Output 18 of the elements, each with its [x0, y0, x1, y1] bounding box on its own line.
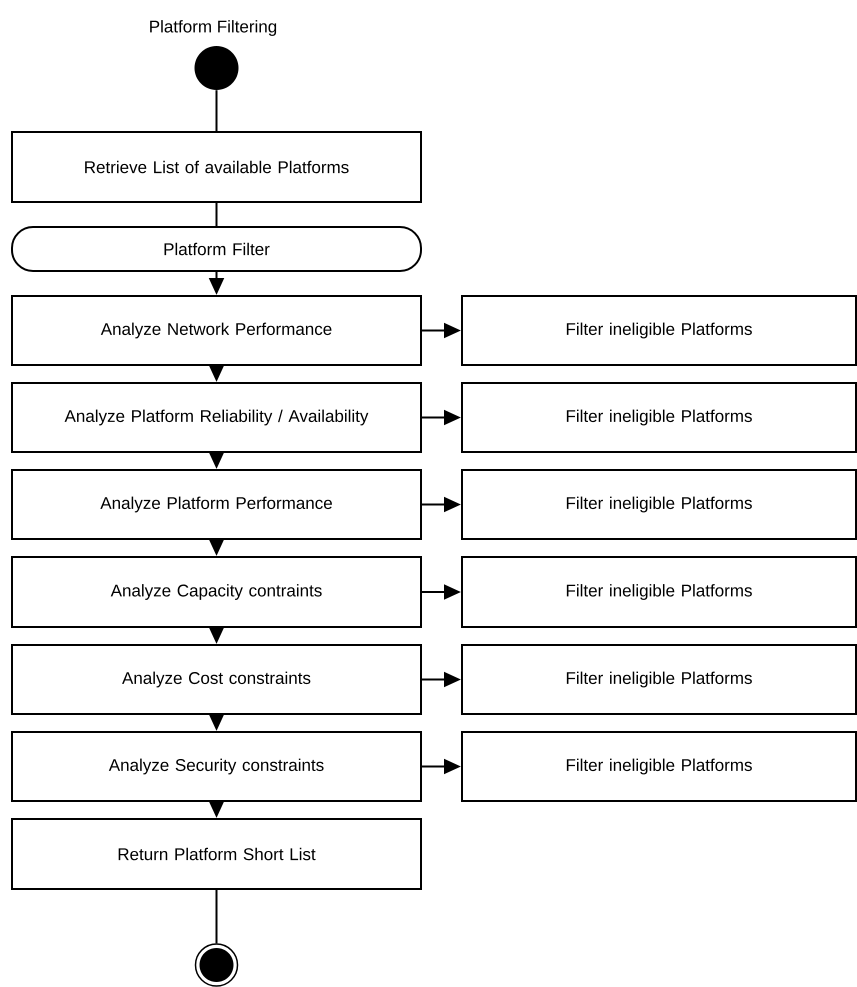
process-box: Analyze Platform Reliability / Availability — [11, 382, 422, 453]
process-box: Analyze Security constraints — [11, 731, 422, 802]
process-box: Analyze Platform Performance — [11, 469, 422, 540]
process-box: Retrieve List of available Platforms — [11, 131, 422, 203]
process-box: Analyze Capacity contraints — [11, 556, 422, 628]
process-box: Filter ineligible Platforms — [461, 469, 857, 540]
start-node — [194, 46, 238, 90]
process-box: Analyze Cost constraints — [11, 644, 422, 715]
process-box: Filter ineligible Platforms — [461, 295, 857, 366]
process-box: Filter ineligible Platforms — [461, 644, 857, 715]
process-box: Filter ineligible Platforms — [461, 731, 857, 802]
process-box: Analyze Network Performance — [11, 295, 422, 366]
process-box: Filter ineligible Platforms — [461, 556, 857, 628]
process-box: Filter ineligible Platforms — [461, 382, 857, 453]
diagram-title: Platform Filtering — [150, 20, 276, 36]
process-box: Return Platform Short List — [11, 818, 422, 890]
activity-pill: Platform Filter — [11, 226, 422, 272]
end-node — [194, 943, 238, 987]
